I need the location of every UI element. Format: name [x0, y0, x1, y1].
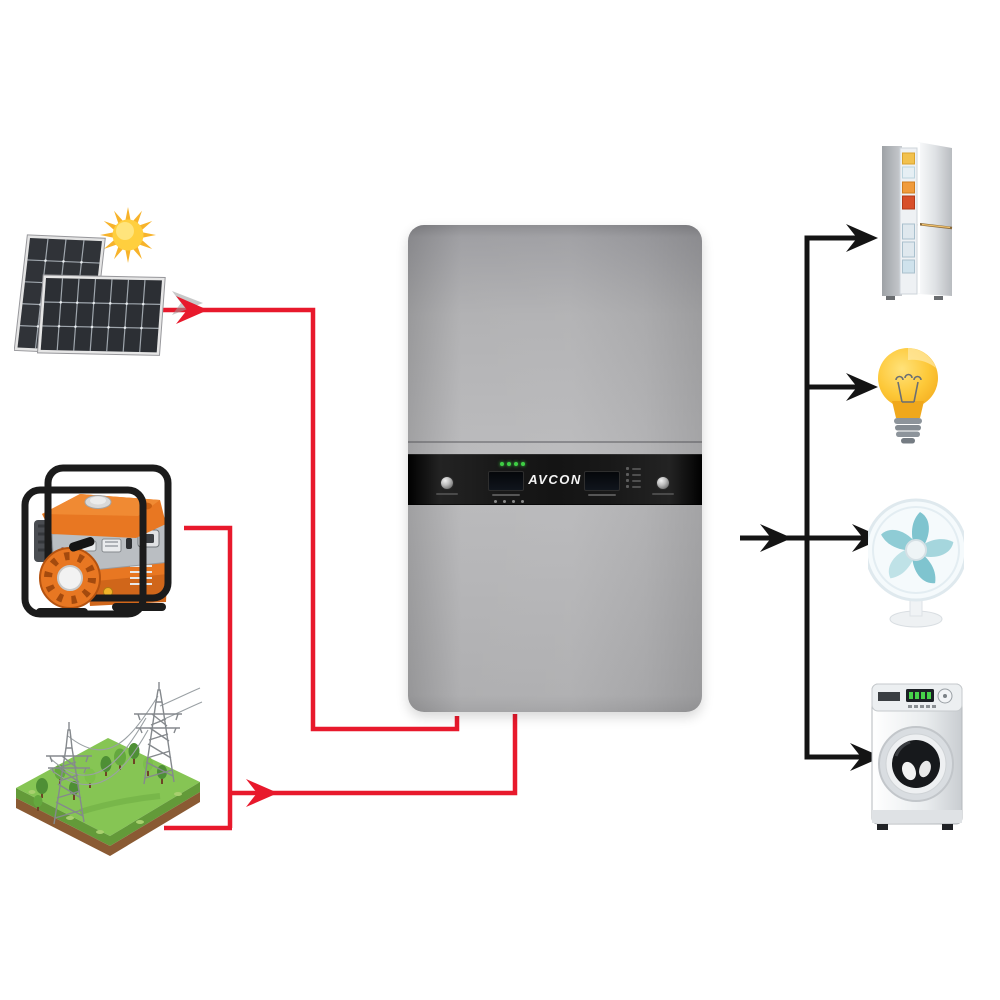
bulb-base-ring: [895, 425, 921, 431]
indicator-row: [626, 485, 641, 488]
glass-reflection: [902, 761, 916, 781]
sun-rays: [100, 207, 156, 263]
solar-panels: [14, 234, 166, 356]
inverter-seam: [408, 441, 702, 443]
red-line-generator-grid-to-inverter: [164, 525, 518, 831]
fridge-food-items: [902, 152, 915, 274]
sun-highlight: [116, 222, 134, 240]
washer-foot: [877, 824, 888, 830]
washer-foot: [942, 824, 953, 830]
right-knob-label: [652, 493, 674, 495]
red-arrowhead-feed: [246, 779, 278, 807]
sun-icon: [100, 207, 156, 263]
panel-button: [521, 500, 524, 503]
bulb-neck: [892, 401, 924, 418]
panel-button: [512, 500, 515, 503]
inverter-control-panel: AVCON: [408, 454, 702, 505]
arrow-to-light-bulb: [846, 373, 878, 401]
status-led-row: [500, 462, 525, 466]
left-knob: [440, 476, 454, 490]
power-grid: [16, 682, 203, 856]
fridge-cabinet-side: [882, 146, 902, 296]
arrow-output-mid: [760, 524, 792, 552]
table-fan: [868, 498, 964, 628]
right-knob: [656, 476, 670, 490]
right-screen-label: [588, 494, 616, 496]
fridge-foot: [886, 296, 895, 300]
inverter-unit: AVCON: [408, 225, 702, 712]
left-display-screen: [488, 471, 524, 491]
bulb-filament: [895, 373, 922, 403]
right-display-screen: [584, 471, 620, 491]
tower-right: [134, 682, 182, 785]
fan-cage-inner: [872, 506, 960, 594]
status-led: [521, 462, 525, 466]
fridge-foot: [934, 296, 943, 300]
panel-buttons: [494, 500, 524, 503]
indicator-column: [626, 467, 641, 488]
generator: [21, 464, 172, 618]
bulb-glass: [878, 348, 938, 408]
black-line-distribution: [804, 235, 874, 760]
fan-blades: [881, 512, 954, 584]
starter-handle: [69, 537, 95, 552]
indicator-row: [626, 467, 641, 470]
fridge-doors: [918, 142, 952, 296]
washer-detergent-slot: [878, 692, 900, 701]
left-screen-label: [492, 494, 520, 496]
panel-button: [503, 500, 506, 503]
panel-button: [494, 500, 497, 503]
fridge-divider-glint: [921, 223, 951, 229]
bushes: [28, 790, 182, 834]
grass-top: [16, 738, 200, 836]
washer-knob-dot: [943, 694, 947, 698]
bulb-base-ring: [896, 431, 920, 437]
skid-right: [112, 603, 166, 611]
ground-shadow: [79, 793, 161, 815]
red-arrowhead-solar: [176, 296, 208, 324]
left-knob-label: [436, 493, 458, 495]
washer-buttons: [908, 705, 936, 708]
fan-hub: [905, 539, 927, 561]
light-bulb: [878, 348, 938, 444]
bulb-base-ring: [894, 418, 922, 424]
brand-logo: AVCON: [528, 472, 582, 487]
red-line-solar-to-inverter: [162, 307, 460, 732]
outlet-marks: [105, 541, 118, 547]
washer-door-glass: [892, 740, 940, 788]
toggle-switch: [126, 538, 132, 549]
status-led: [500, 462, 504, 466]
arrow-to-washing-machine: [850, 743, 882, 771]
washer-display-digits: [909, 692, 931, 699]
grass-edge: [16, 782, 200, 846]
tower-left: [46, 722, 92, 825]
glass-reflection: [919, 760, 931, 778]
recoil-slots: [44, 552, 96, 604]
bulb-highlight: [908, 348, 936, 368]
status-led: [507, 462, 511, 466]
solar-panel-front: [36, 274, 166, 356]
bulb-base-tip: [901, 438, 915, 444]
recoil-center: [57, 565, 83, 591]
refrigerator: [882, 142, 953, 300]
status-led: [514, 462, 518, 466]
frame-back: [44, 464, 172, 602]
arrow-to-refrigerator: [846, 224, 878, 252]
indicator-row: [626, 479, 641, 482]
fuel-cap-top: [90, 496, 106, 505]
washer-kick-strip: [872, 810, 962, 823]
washing-machine: [871, 683, 963, 830]
glass-arc: [894, 740, 911, 757]
indicator-row: [626, 473, 641, 476]
soil-edge: [16, 792, 200, 856]
skid-left: [36, 608, 88, 616]
